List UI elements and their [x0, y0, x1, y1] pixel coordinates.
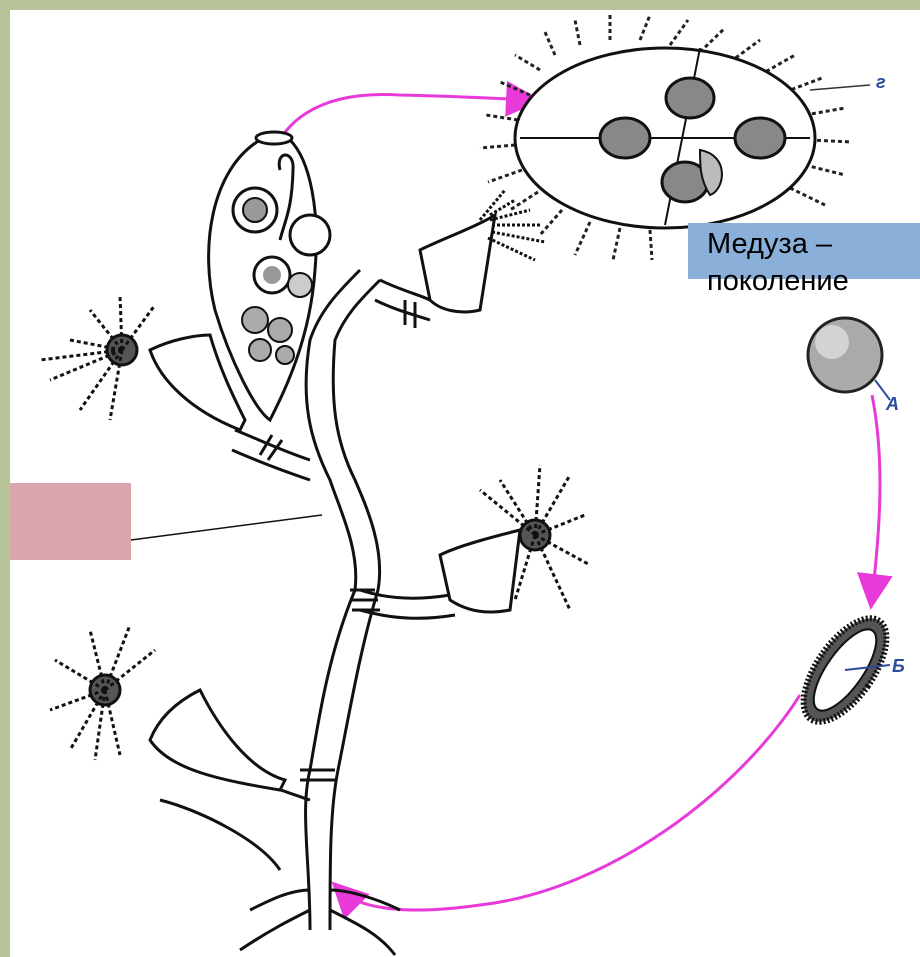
label-leader-line — [131, 515, 322, 540]
gonangium-illustration — [209, 132, 330, 420]
feeding-polyp-middle-right — [440, 465, 590, 612]
medusa-label-line1: Медуза – — [707, 226, 849, 263]
polyp-label-box — [10, 483, 131, 560]
feeding-polyp-left-top — [40, 295, 245, 430]
medusa-label-line2: поколение — [707, 263, 849, 300]
feeding-polyp-lower-left — [50, 625, 285, 790]
arrow-larva-to-polyp — [340, 695, 800, 910]
planula-larva-illustration — [788, 605, 903, 735]
stage-letter-a: А — [886, 394, 899, 415]
hydroid-life-cycle-diagram — [10, 10, 920, 957]
stage-letter-b: Б — [892, 656, 905, 677]
slide-canvas: г А Б Медуза – поколение — [10, 10, 920, 957]
arrow-egg-to-larva — [872, 395, 880, 598]
medusa-label-text: Медуза – поколение — [707, 226, 849, 300]
egg-illustration — [808, 318, 890, 400]
stage-letter-g: г — [876, 72, 886, 93]
feeding-polyp-top-right — [420, 190, 545, 312]
